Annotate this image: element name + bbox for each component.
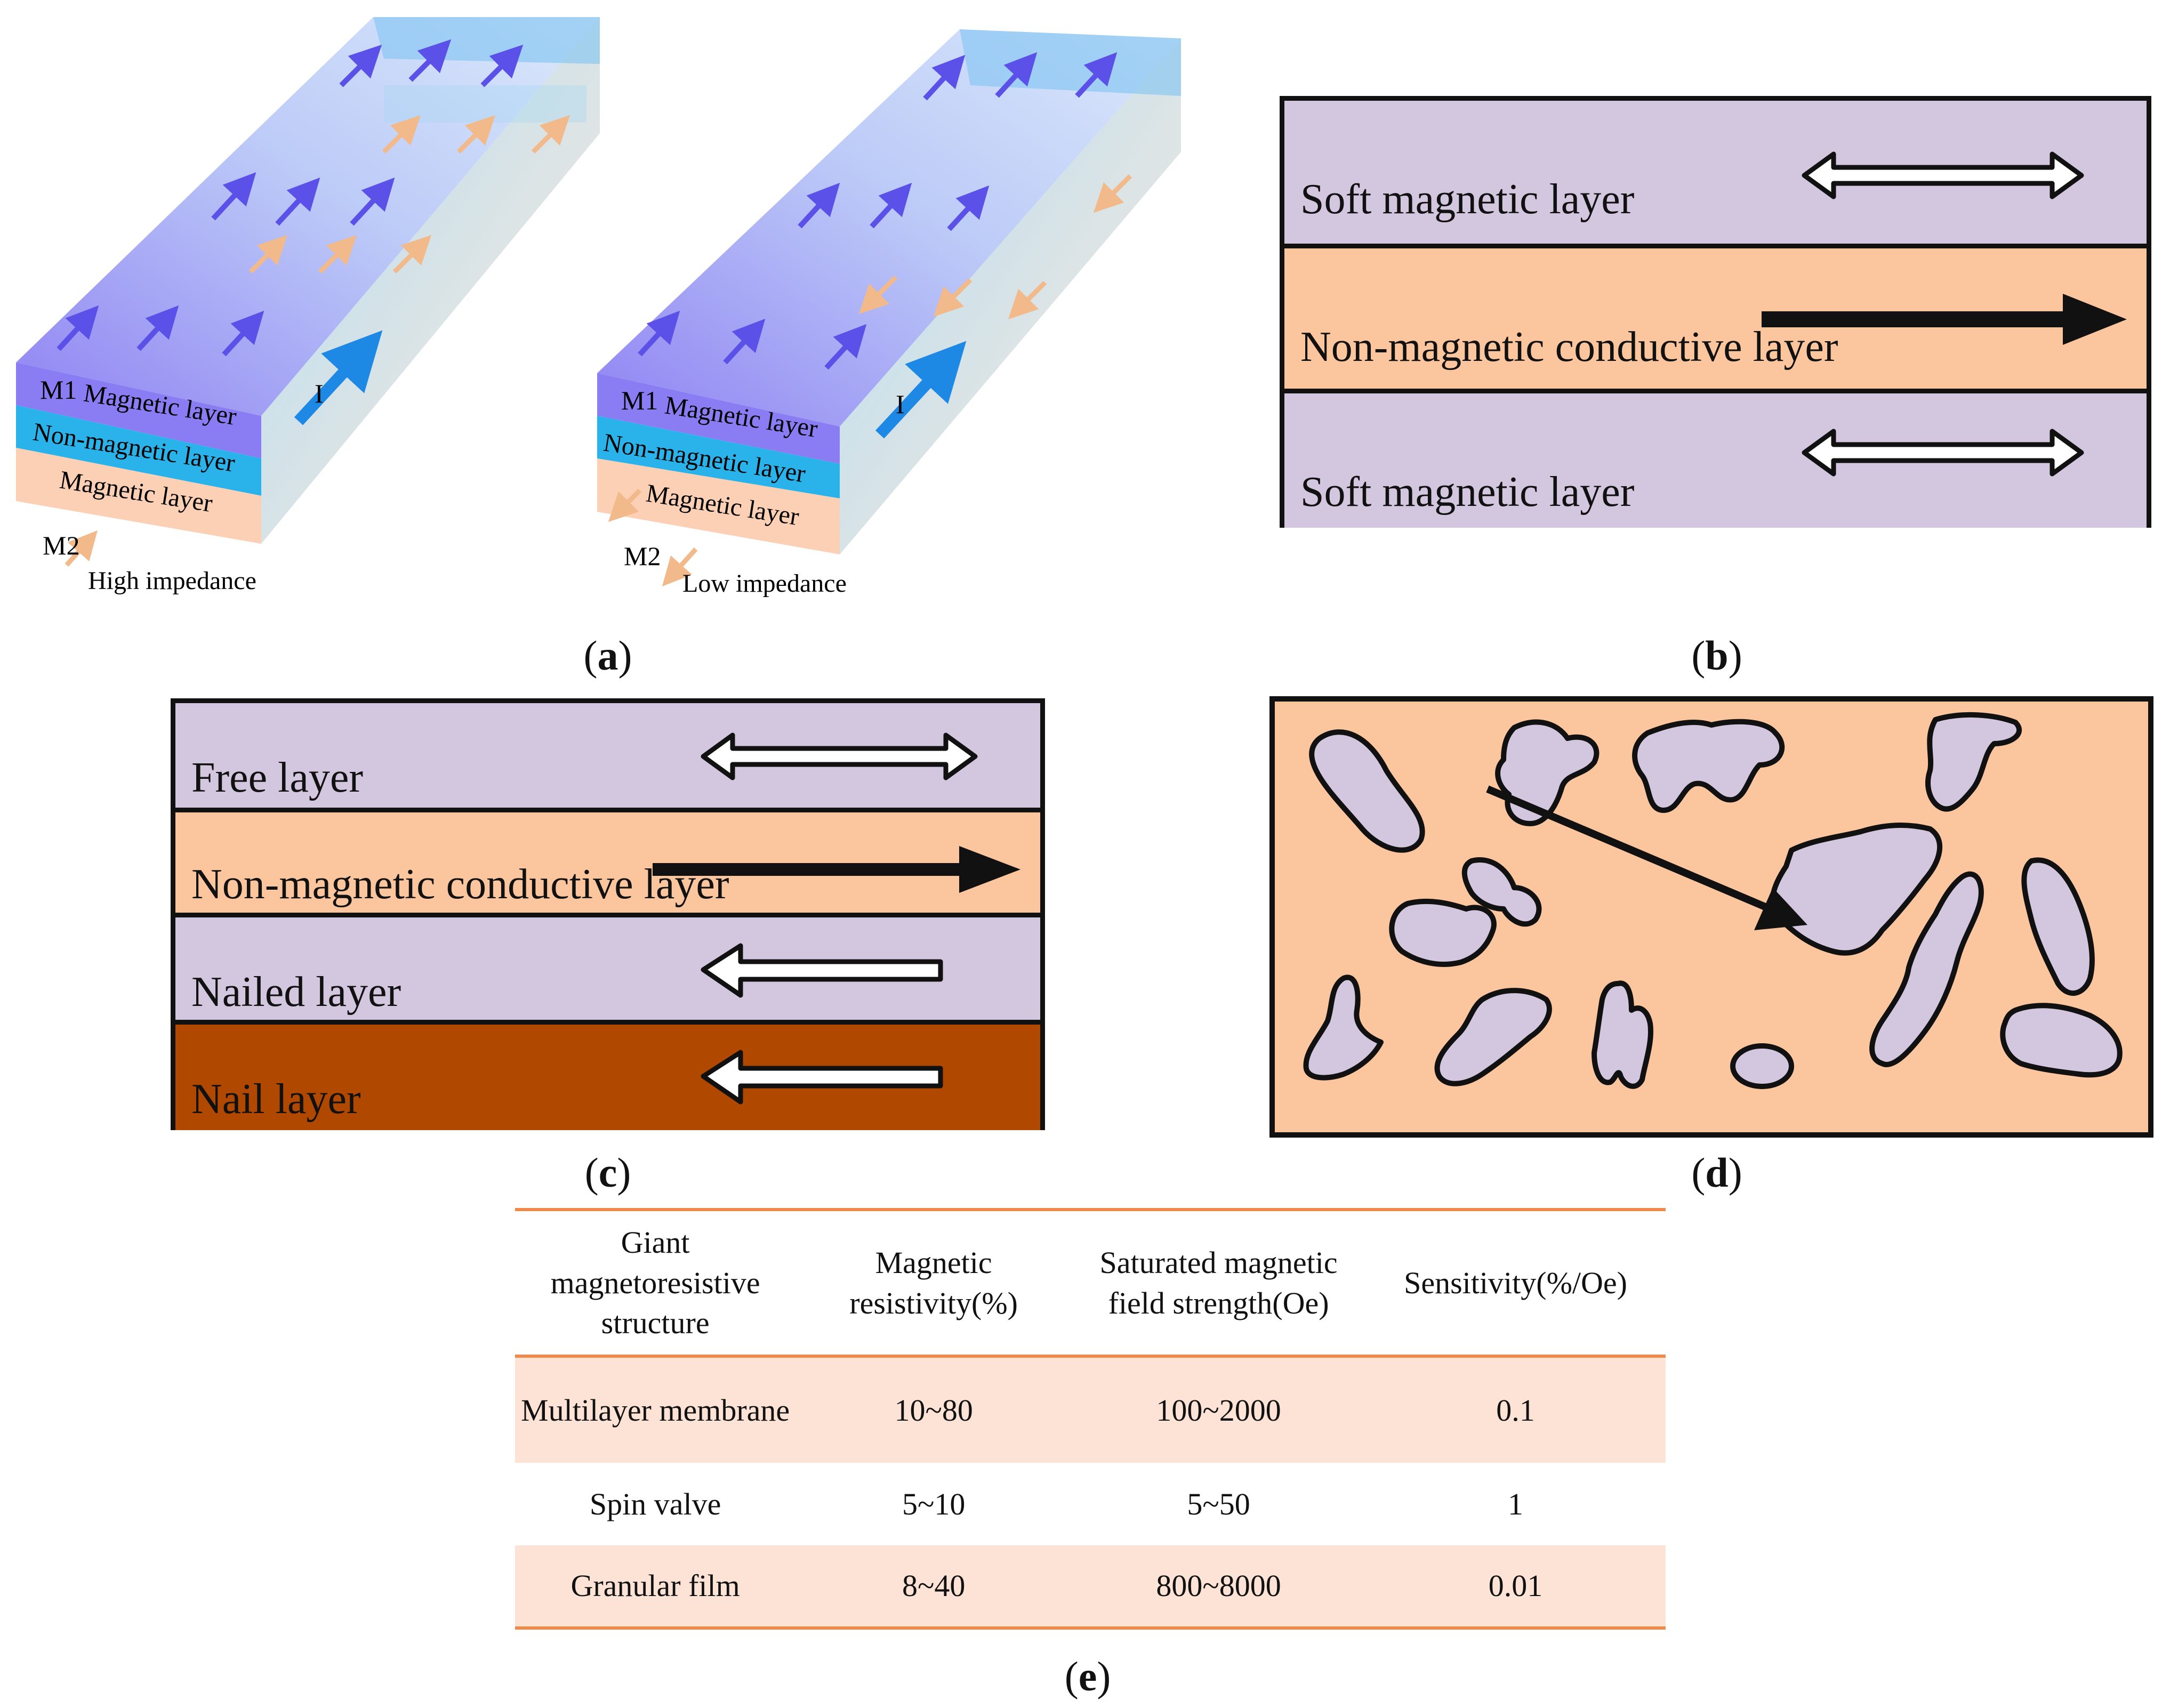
m2-label: M2 <box>624 541 661 571</box>
table-cell: 5~50 <box>1187 1486 1250 1521</box>
right-arrow-icon <box>1762 294 2127 345</box>
panel-label-d: (d) <box>1691 1149 1742 1196</box>
layer-label: Non-magnetic conductive layer <box>191 861 729 908</box>
column-header: Giant magnetoresistive structure <box>550 1225 760 1341</box>
m1-label: M1 <box>621 385 658 415</box>
gmr-comparison-table: Giant magnetoresistive structure Magneti… <box>515 1208 1666 1630</box>
table-cell: 0.01 <box>1488 1568 1543 1604</box>
arrowhead-icon <box>1754 888 1807 930</box>
table-cell: 800~8000 <box>1156 1568 1281 1604</box>
table-row: Granular film 8~40 800~8000 0.01 <box>515 1545 1666 1628</box>
table-cell: Spin valve <box>589 1486 721 1521</box>
table-row: Multilayer membrane 10~80 100~2000 0.1 <box>515 1356 1666 1463</box>
column-header: Sensitivity(%/Oe) <box>1404 1265 1627 1300</box>
panel-d-granular <box>1269 696 2153 1138</box>
table-cell: 0.1 <box>1496 1392 1535 1428</box>
table-cell: 10~80 <box>894 1392 973 1428</box>
panel-c-stack: Free layer Non-magnetic conductive layer… <box>171 698 1045 1130</box>
table-cell: 8~40 <box>902 1568 966 1604</box>
m2-label: M2 <box>43 530 79 560</box>
m1-label: M1 <box>40 375 77 405</box>
table-row: Spin valve 5~10 5~50 1 <box>515 1463 1666 1545</box>
panel-label-c: (c) <box>584 1149 631 1196</box>
double-arrow-icon <box>1802 429 2084 477</box>
left-arrow-icon <box>701 1050 943 1105</box>
panel-a-diagram: M1 I Magnetic layer Non-magnetic layer M… <box>16 17 1181 598</box>
impedance-caption: Low impedance <box>682 569 847 598</box>
nail-layer: Nail layer <box>175 1025 1040 1130</box>
layer-label: Nailed layer <box>191 969 401 1016</box>
current-label: I <box>315 378 324 408</box>
panel-label-e: (e) <box>1064 1653 1111 1699</box>
column-header: Magnetic resistivity(%) <box>849 1245 1018 1320</box>
layer-label: Nail layer <box>191 1076 361 1123</box>
column-header: Saturated magnetic field strength(Oe) <box>1099 1245 1338 1320</box>
layer-label: Free layer <box>191 754 364 801</box>
double-arrow-icon <box>701 732 978 780</box>
high-impedance-slab: M1 I Magnetic layer Non-magnetic layer M… <box>16 17 600 595</box>
electron-path-arrow <box>1486 785 1772 913</box>
non-magnetic-conductive-layer: Non-magnetic conductive layer <box>175 812 1040 913</box>
panel-label-b: (b) <box>1691 632 1742 679</box>
grain-cluster <box>1303 712 2123 1089</box>
table-cell: 5~10 <box>902 1486 966 1521</box>
layer-label: Non-magnetic conductive layer <box>1300 324 1838 370</box>
double-arrow-icon <box>1802 151 2084 199</box>
table-cell: 100~2000 <box>1156 1392 1281 1428</box>
impedance-caption: High impedance <box>88 567 256 595</box>
table-cell: 1 <box>1508 1486 1524 1521</box>
left-arrow-icon <box>701 943 943 998</box>
layer-label: Soft magnetic layer <box>1300 176 1635 223</box>
layer-label: Soft magnetic layer <box>1300 469 1635 515</box>
panel-b-stack: Soft magnetic layer Non-magnetic conduct… <box>1280 96 2151 528</box>
table-header-row: Giant magnetoresistive structure Magneti… <box>515 1210 1666 1356</box>
table-cell: Granular film <box>570 1568 740 1604</box>
low-impedance-slab: M1 I Magnetic layer Non-magnetic layer M… <box>597 29 1181 598</box>
table-cell: Multilayer membrane <box>521 1392 790 1428</box>
panel-label-a: (a) <box>583 632 632 679</box>
current-label: I <box>896 389 905 419</box>
right-arrow-icon <box>653 846 1020 893</box>
